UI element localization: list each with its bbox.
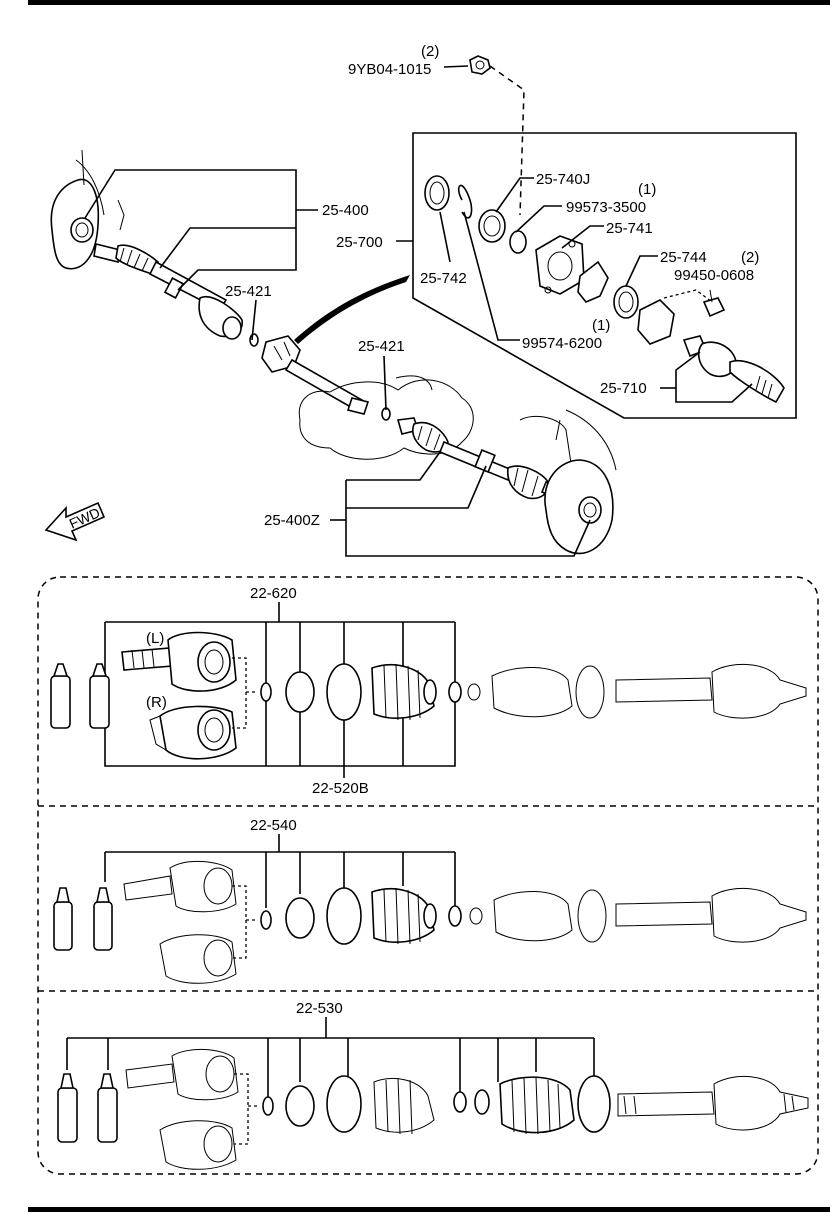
kit-code-22-540: 22-540 [250, 817, 297, 834]
label-25-421-right: 25-421 [358, 338, 405, 355]
label-25-700: 25-700 [336, 234, 383, 251]
assembly-detail-box: 25-700 (2) 9YB04-1015 [336, 43, 797, 419]
grease-tube [53, 887, 73, 951]
boot-clamp [326, 663, 362, 721]
shaft-background [617, 1075, 809, 1131]
boot-band [285, 671, 315, 713]
inner-joint-lower [159, 934, 237, 984]
grease-tube [97, 1073, 118, 1143]
kit-code-22-530: 22-530 [296, 1000, 343, 1017]
tag-left: (L) [146, 630, 164, 647]
inner-joint-lower [159, 1120, 237, 1170]
label-25-710: 25-710 [600, 380, 647, 397]
boot-band [285, 1085, 315, 1127]
bolt-qty: (1) [638, 181, 656, 198]
label-9yb04-1015: 9YB04-1015 [348, 61, 431, 78]
boot-clamp [326, 887, 362, 945]
snap-ring [260, 910, 272, 930]
bearing [478, 209, 506, 243]
seal [613, 285, 639, 319]
label-99573-3500: 99573-3500 [566, 199, 646, 216]
kit-code-22-520b: 22-520B [312, 780, 369, 797]
shaft-background [469, 887, 807, 943]
fwd-label: FWD [67, 504, 103, 532]
small-clamp [453, 1091, 467, 1113]
outer-joint-left [121, 631, 237, 692]
tag-right: (R) [146, 694, 167, 711]
right-wheel-hub [519, 409, 617, 555]
bolt [702, 289, 726, 318]
outer-boot [499, 1076, 575, 1135]
bolt2-qty: (2) [741, 249, 759, 266]
outer-joint-right [149, 705, 237, 760]
grease-tube [50, 663, 71, 729]
bottom-rule [28, 1207, 830, 1212]
small-clamp-2 [474, 1089, 490, 1115]
label-25-741: 25-741 [606, 220, 653, 237]
right-drive-shaft [396, 417, 568, 502]
dust-shield [577, 260, 609, 303]
boot-clamp [326, 1075, 362, 1133]
kit-code-22-620: 22-620 [250, 585, 297, 602]
kit-22-620: 22-620 22-520B (L) (R) [50, 585, 807, 797]
label-25-400: 25-400 [322, 202, 369, 219]
grease-tube [93, 887, 113, 951]
label-25-742: 25-742 [420, 270, 467, 287]
bearing-bracket [535, 235, 585, 295]
label-25-744: 25-744 [660, 249, 707, 266]
boot-band [285, 897, 315, 939]
label-25-421-left: 25-421 [225, 283, 272, 300]
kits-panel-frame [37, 576, 819, 1175]
retainer [637, 299, 675, 345]
label-25-740j: 25-740J [536, 171, 590, 188]
label-99574-6200: 99574-6200 [522, 335, 602, 352]
boot-clamp-large [577, 1075, 611, 1133]
kit-22-540: 22-540 [53, 817, 807, 984]
left-drive-shaft [93, 243, 259, 347]
inner-joint-upper [123, 860, 237, 913]
intermediate-shaft [261, 335, 391, 421]
label-99450-0608: 99450-0608 [674, 267, 754, 284]
snap-ring [262, 1096, 274, 1116]
circlip-qty: (1) [592, 317, 610, 334]
boot [371, 663, 437, 721]
small-clamp [448, 681, 462, 703]
transmission-outline [298, 379, 474, 460]
inner-joint-upper [125, 1048, 239, 1101]
circlip [457, 184, 473, 219]
oil-seal [424, 175, 450, 211]
top-rule [28, 0, 830, 5]
label-25-400z: 25-400Z [264, 512, 320, 529]
shaft-background [467, 663, 807, 719]
small-clamp [448, 905, 462, 927]
inner-boot [373, 1077, 435, 1135]
nut-qty: (2) [421, 43, 439, 60]
kit-22-530: 22-530 [57, 1000, 809, 1170]
grease-tube [57, 1073, 78, 1143]
flange-nut [469, 55, 491, 75]
joint-shaft [682, 335, 785, 404]
assembly-pointer-arrow [294, 275, 410, 344]
upper-assembly: 25-400 25-421 25-421 25-400Z FWD [44, 149, 617, 557]
snap-ring [260, 682, 272, 702]
fwd-arrow: FWD [44, 501, 106, 542]
boot [371, 887, 437, 945]
left-wheel-hub [50, 149, 125, 270]
o-ring [509, 230, 527, 254]
grease-tube [89, 663, 110, 729]
